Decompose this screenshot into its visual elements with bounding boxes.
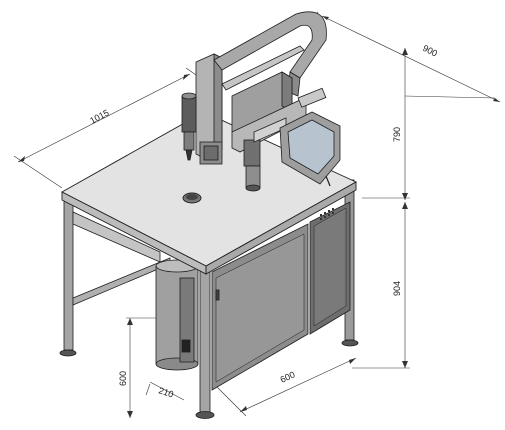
foot-front-right [195, 411, 215, 419]
dim-line-side-offset [149, 381, 185, 401]
c-frame-arm [213, 11, 327, 79]
label-upper-height: 790 [392, 127, 402, 142]
control-panel [279, 111, 341, 187]
rail-left-lower [72, 257, 171, 306]
label-cabinet-height: 600 [118, 371, 128, 386]
label-table-height: 904 [392, 281, 402, 296]
door-handle [215, 289, 220, 301]
dim-line-table-length [17, 73, 191, 163]
touch-screen [287, 119, 335, 175]
gas-cylinder [155, 259, 199, 371]
label-table-length: 1015 [88, 108, 110, 126]
vent-grille [320, 208, 334, 220]
label-cabinet-width: 600 [279, 369, 297, 384]
label-table-depth: 900 [421, 43, 439, 59]
machine-head [181, 11, 327, 192]
foot-back-right [341, 339, 359, 347]
dim-line-cabinet-width [239, 357, 357, 413]
tool-head-left [181, 92, 197, 161]
piston [297, 87, 327, 108]
upper-bar [221, 45, 305, 91]
dimension-arrows [18, 16, 500, 418]
label-side-offset: 210 [157, 385, 174, 399]
leg-front-left [63, 199, 74, 351]
tool-head-right [243, 139, 261, 192]
dim-line-table-depth [321, 15, 501, 103]
foot-front-left [59, 349, 77, 357]
lower-cabinet [211, 201, 351, 391]
tool-head-center [199, 141, 223, 165]
rail-left-upper [72, 211, 161, 263]
leg-front-right [199, 261, 211, 413]
